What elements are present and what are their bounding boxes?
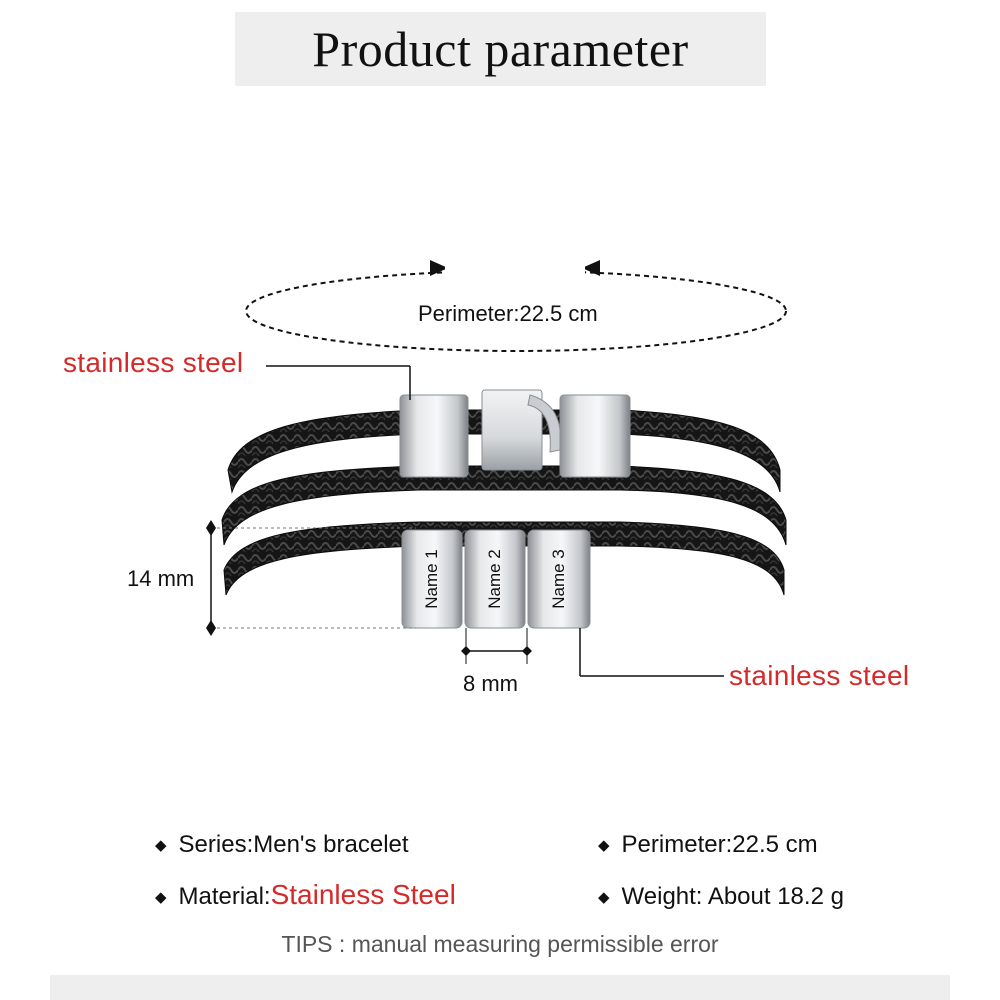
spec-series-text: Series:Men's bracelet [178, 831, 409, 858]
spec-weight: ◆ Weight: About 18.2 g [598, 883, 844, 911]
leather-strand-bottom [223, 521, 785, 596]
height-dim-label: 14 mm [127, 566, 195, 591]
bead-1 [401, 529, 463, 629]
arrow-right-icon [430, 260, 448, 276]
leather-strand-top [227, 409, 781, 494]
width-dim-label: 8 mm [463, 671, 518, 696]
bead-1-label: Name 1 [422, 549, 441, 609]
bullet-diamond-icon: ◆ [155, 837, 167, 854]
bead-2 [464, 529, 526, 629]
spec-material-prefix: Material: [178, 883, 271, 910]
bullet-diamond-icon: ◆ [598, 837, 610, 854]
callout-stainless-bottom: stainless steel [729, 660, 910, 691]
clasp-hinge [481, 389, 543, 471]
bottom-strip [50, 975, 950, 1000]
page-title: Product parameter [312, 21, 689, 77]
bullet-diamond-icon: ◆ [598, 889, 610, 906]
bead-3 [527, 529, 591, 629]
clasp-latch [527, 394, 562, 453]
spec-material: ◆ Material: Stainless Steel [155, 879, 456, 911]
spec-weight-text: Weight: About 18.2 g [621, 883, 844, 910]
spec-series: ◆ Series:Men's bracelet [155, 831, 409, 859]
arrow-left-icon [582, 260, 600, 276]
clasp-left [399, 394, 469, 478]
perimeter-ellipse [245, 270, 787, 352]
callout-stainless-top: stainless steel [63, 347, 244, 378]
bead-3-label: Name 3 [549, 549, 568, 609]
spec-perimeter-text: Perimeter:22.5 cm [621, 831, 818, 858]
spec-material-value: Stainless Steel [270, 879, 456, 910]
spec-perimeter: ◆ Perimeter:22.5 cm [598, 831, 818, 859]
bullet-diamond-icon: ◆ [155, 889, 167, 906]
leather-strand-middle [221, 465, 787, 546]
perimeter-label: Perimeter:22.5 cm [418, 301, 598, 326]
clasp-right [559, 394, 631, 478]
bead-2-label: Name 2 [485, 549, 504, 609]
title-banner: Product parameter [235, 12, 766, 86]
tips-text: TIPS : manual measuring permissible erro… [281, 931, 719, 957]
